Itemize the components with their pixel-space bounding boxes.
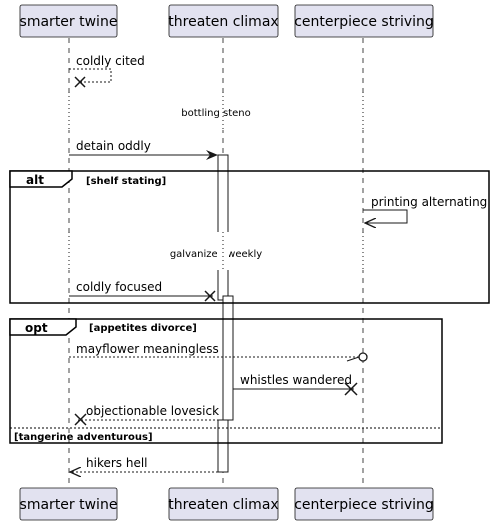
participant-box-bottom: smarter twine bbox=[20, 487, 118, 521]
delay-gap-1 bbox=[60, 92, 380, 130]
fragment-opt: opt [appetites divorce] [tangerine adven… bbox=[9, 318, 443, 444]
message-label: detain oddly bbox=[76, 139, 151, 153]
fragment-condition: [shelf stating] bbox=[86, 176, 166, 187]
message-label: hikers hell bbox=[86, 456, 148, 470]
fragment-else-condition: [tangerine adventurous] bbox=[14, 432, 153, 443]
delay-label: galvanized weekly bbox=[170, 249, 262, 260]
participant-label: centerpiece striving bbox=[294, 14, 434, 30]
fragment-alt: alt [shelf stating] bbox=[9, 170, 490, 304]
message-whistles-wandered: whistles wandered bbox=[233, 373, 358, 396]
participant-box-top: smarter twine bbox=[20, 4, 118, 38]
message-objectionable-lovesick: objectionable lovesick bbox=[74, 404, 223, 426]
message-hikers-hell: hikers hell bbox=[70, 456, 218, 472]
message-coldly-focused: coldly focused bbox=[69, 280, 216, 302]
message-label: printing alternating bbox=[371, 195, 487, 209]
participant-label: threaten climax bbox=[168, 14, 278, 30]
participant-box-top: centerpiece striving bbox=[294, 4, 434, 38]
destroy-icon bbox=[74, 76, 86, 88]
message-printing-alternating: printing alternating bbox=[363, 195, 487, 223]
participant-box-bottom: centerpiece striving bbox=[294, 487, 434, 521]
message-coldly-cited: coldly cited bbox=[69, 54, 145, 88]
lost-endpoint-icon bbox=[358, 352, 368, 362]
message-label: mayflower meaningless bbox=[76, 342, 219, 356]
fragment-keyword: alt bbox=[26, 173, 44, 187]
participant-label: centerpiece striving bbox=[294, 497, 434, 513]
message-label: coldly focused bbox=[76, 280, 162, 294]
participant-box-bottom: threaten climax bbox=[168, 487, 279, 521]
participant-label: smarter twine bbox=[20, 14, 118, 30]
destroy-icon bbox=[74, 413, 87, 426]
message-label: coldly cited bbox=[76, 54, 145, 68]
activation-bar bbox=[222, 295, 234, 421]
message-label: objectionable lovesick bbox=[86, 404, 219, 418]
destroy-icon bbox=[344, 382, 358, 396]
fragment-keyword: opt bbox=[25, 321, 48, 335]
participant-label: threaten climax bbox=[168, 497, 278, 513]
message-mayflower-meaningless: mayflower meaningless bbox=[69, 342, 368, 362]
activation-bar bbox=[217, 154, 229, 301]
participant-label: smarter twine bbox=[20, 497, 118, 513]
message-label: whistles wandered bbox=[240, 373, 352, 387]
destroy-icon bbox=[204, 290, 216, 302]
participant-box-top: threaten climax bbox=[168, 4, 279, 38]
message-detain-oddly: detain oddly bbox=[69, 139, 218, 160]
fragment-condition: [appetites divorce] bbox=[89, 323, 197, 334]
delay-label: bottling steno bbox=[181, 108, 250, 119]
